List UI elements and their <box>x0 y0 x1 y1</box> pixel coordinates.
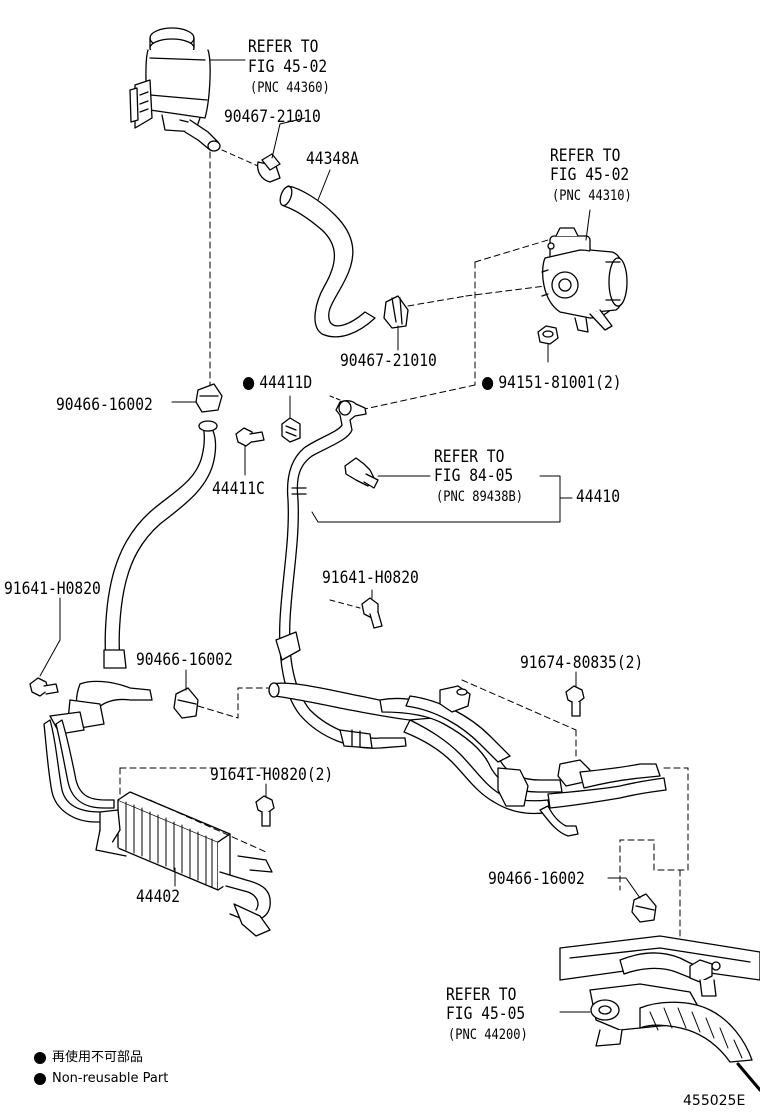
refer-gear-line2: FIG 45-05 <box>446 1004 526 1024</box>
nut-94151-illustration <box>537 325 559 345</box>
legend-en: Non-reusable Part <box>34 1071 168 1087</box>
label-clamp-upper: 90467-21010 <box>224 107 321 127</box>
oil-cooler-illustration <box>95 791 273 937</box>
refer-gear-line1: REFER TO <box>446 985 517 1005</box>
label-44411c: 44411C <box>212 479 265 499</box>
sensor-illustration <box>344 457 379 489</box>
clamp-90466-mid-illustration <box>173 687 199 719</box>
refer-gear-pnc: (PNC 44200) <box>448 1027 528 1043</box>
legend-jp: 再使用不可部品 <box>34 1050 143 1066</box>
bolt-91641-lower-illustration <box>255 795 275 827</box>
label-94151-text: 94151-81001(2) <box>498 373 622 393</box>
clamp-90466-lower-illustration <box>631 893 657 923</box>
refer-sensor-line2: FIG 84-05 <box>434 466 514 486</box>
label-91641-lower: 91641-H0820(2) <box>210 765 334 785</box>
refer-pump-line1: REFER TO <box>550 146 621 166</box>
cooler-pipes-illustration <box>43 649 153 823</box>
refer-pump-line2: FIG 45-02 <box>550 165 630 185</box>
bolt-91641-mid-illustration <box>361 597 383 629</box>
label-90466-lower: 90466-16002 <box>488 869 585 889</box>
figure-id: 455025E <box>683 1093 746 1109</box>
refer-reservoir-pnc: (PNC 44360) <box>250 80 330 96</box>
steering-gear-illustration <box>559 935 760 1092</box>
label-90466-upper: 90466-16002 <box>56 395 153 415</box>
refer-reservoir-line1: REFER TO <box>248 37 319 57</box>
label-94151: 94151-81001(2) <box>482 374 622 392</box>
refer-sensor-pnc: (PNC 89438B) <box>436 489 523 505</box>
label-44410: 44410 <box>576 487 621 507</box>
bolt-91674-illustration <box>565 685 585 717</box>
legend-marker-en <box>34 1072 46 1085</box>
legend-en-text: Non-reusable Part <box>52 1071 169 1086</box>
label-44411d: 44411D <box>243 374 312 392</box>
reservoir-illustration <box>129 27 221 152</box>
bolt-91641-left-illustration <box>29 677 59 697</box>
non-reusable-marker <box>482 376 494 390</box>
return-hose-upper-illustration <box>104 420 218 661</box>
label-90466-mid: 90466-16002 <box>136 650 233 670</box>
non-reusable-marker <box>243 376 255 390</box>
clamp-mid-illustration <box>383 295 409 329</box>
label-91674: 91674-80835(2) <box>520 653 644 673</box>
legend-jp-text: 再使用不可部品 <box>52 1050 144 1065</box>
label-91641-left: 91641-H0820 <box>4 579 101 599</box>
label-44411d-text: 44411D <box>259 373 313 393</box>
refer-reservoir-line2: FIG 45-02 <box>248 57 328 77</box>
label-44402: 44402 <box>136 887 181 907</box>
label-hose-44348a: 44348A <box>306 149 359 169</box>
clamp-upper-illustration <box>256 153 281 183</box>
label-clamp-mid: 90467-21010 <box>340 351 437 371</box>
hose-44348a-illustration <box>279 185 376 338</box>
refer-sensor-line1: REFER TO <box>434 447 505 467</box>
label-91641-mid: 91641-H0820 <box>322 568 419 588</box>
gasket-44411d-illustration <box>281 417 301 443</box>
return-hose-lower-illustration <box>268 682 667 837</box>
pump-illustration <box>541 227 628 333</box>
bolt-44411c-illustration <box>235 427 265 447</box>
refer-pump-pnc: (PNC 44310) <box>552 188 632 204</box>
clamp-90466-upper-illustration <box>195 383 223 413</box>
legend-marker-jp <box>34 1051 46 1064</box>
